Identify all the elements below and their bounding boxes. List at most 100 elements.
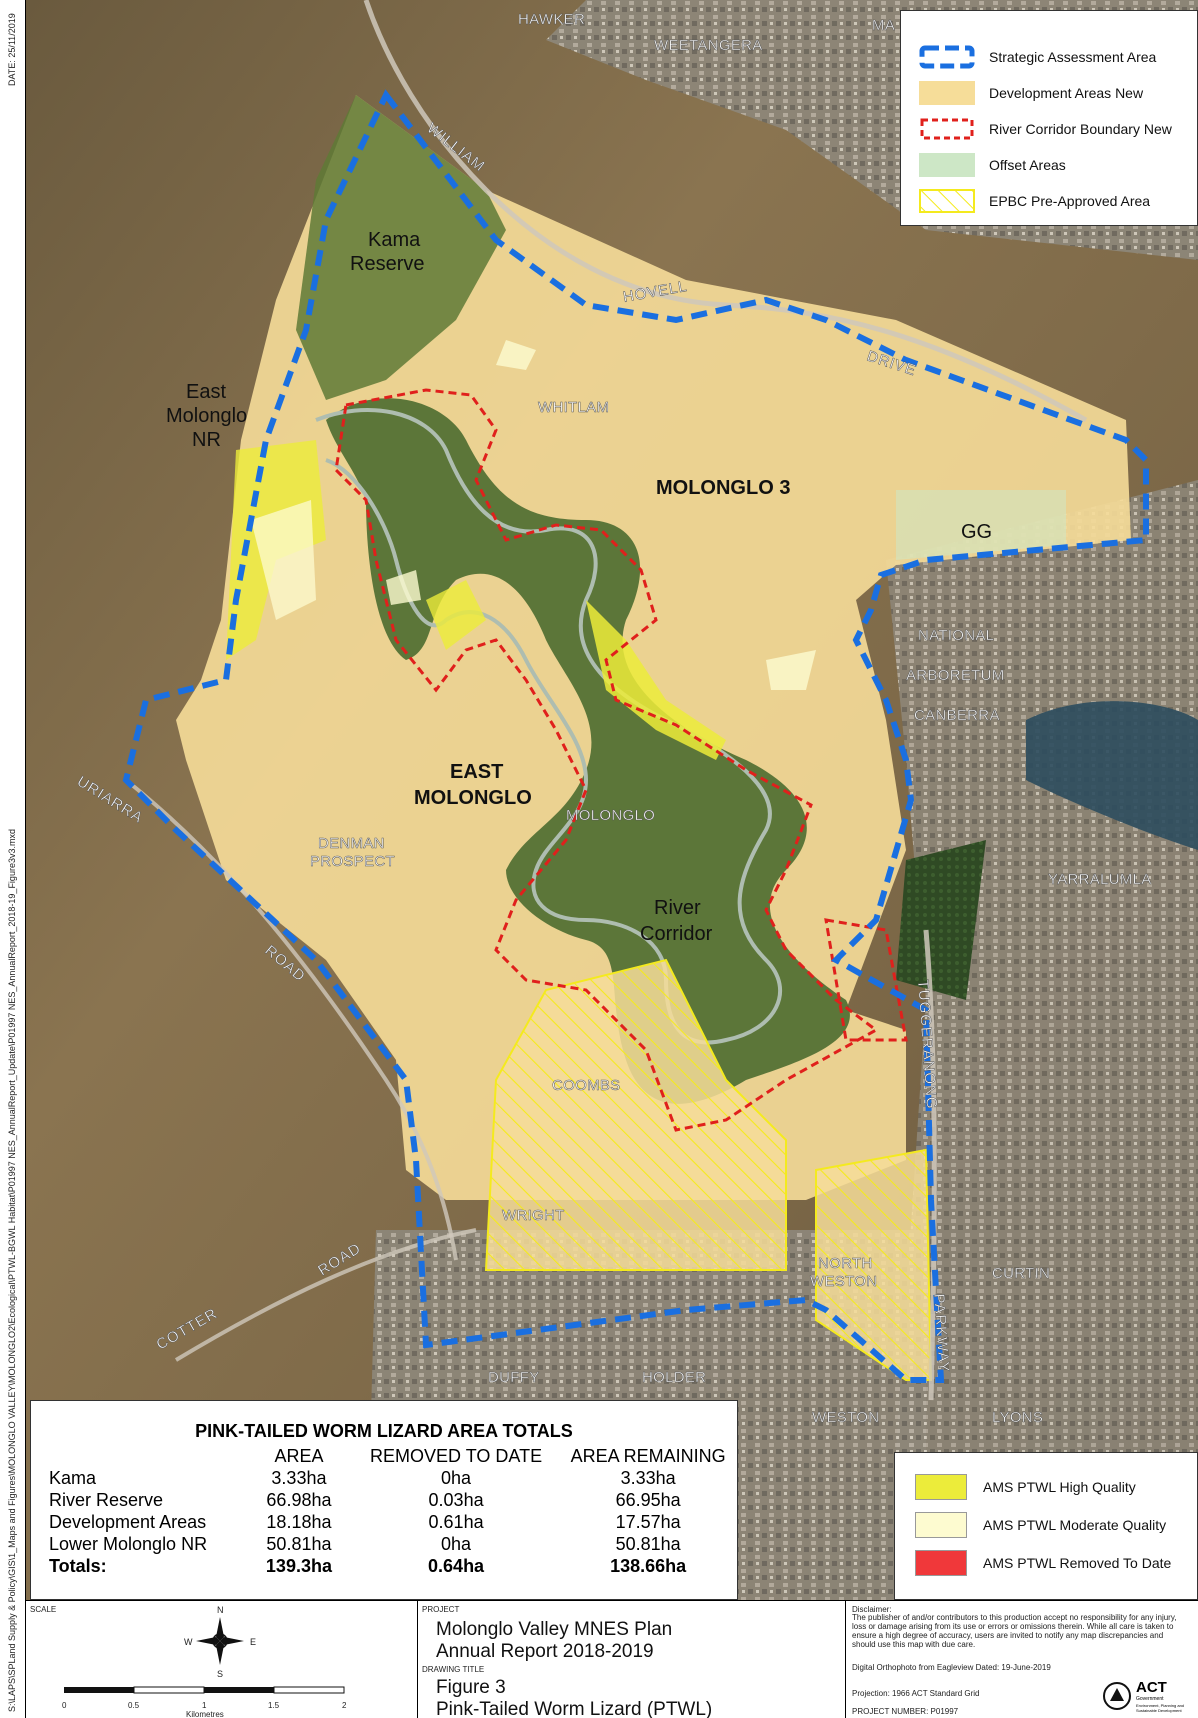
- label-molonglo: MOLONGLO: [566, 807, 655, 824]
- label-molonglo-3: MOLONGLO 3: [656, 477, 790, 499]
- legend-item-development: Development Areas New: [919, 81, 1143, 105]
- table-cell: 50.81ha: [615, 1534, 681, 1554]
- table-cell: 0ha: [441, 1468, 472, 1488]
- label-ma: MA: [872, 17, 895, 34]
- header-cell: AREA: [274, 1446, 324, 1466]
- strategic-assessment-boundary: [122, 89, 1149, 1383]
- table-cell: Totals:: [49, 1556, 107, 1576]
- disclaimer-cell: Disclaimer: The publisher of and/or cont…: [846, 1601, 1198, 1718]
- label-east-molonglo-2: MOLONGLO: [414, 787, 532, 809]
- table-row: Lower Molonglo NR 50.81ha 0ha 50.81ha: [49, 1533, 737, 1555]
- label-road-parkway: PARKWAY: [930, 1293, 952, 1373]
- legend-top: Strategic Assessment Area Development Ar…: [900, 10, 1198, 226]
- north-arrow-icon: [196, 1617, 244, 1665]
- projection-note: Projection: 1966 ACT Standard Grid: [852, 1689, 980, 1698]
- project-line-2: Annual Report 2018-2019: [436, 1641, 654, 1662]
- table-cell: 18.18ha: [266, 1512, 332, 1532]
- totals-title: PINK-TAILED WORM LIZARD AREA TOTALS: [195, 1421, 573, 1441]
- label-denman-2: PROSPECT: [310, 853, 395, 870]
- totals-grid: AREA REMOVED TO DATE AREA REMAINING Kama…: [49, 1445, 737, 1577]
- label-river-2: Corridor: [640, 923, 713, 945]
- label-denman-1: DENMAN: [318, 835, 385, 852]
- river-corridor-boundary: [334, 388, 879, 1132]
- table-cell: 17.57ha: [615, 1512, 681, 1532]
- scale-tick: 2: [342, 1701, 347, 1710]
- drawing-line-2: Pink-Tailed Worm Lizard (PTWL): [436, 1699, 713, 1718]
- project-label: PROJECT: [422, 1605, 460, 1614]
- label-canberra: CANBERRA: [914, 707, 1000, 724]
- label-emnr-1: East: [186, 381, 226, 403]
- gg-offset: [896, 490, 1066, 560]
- road-cotter: [174, 1228, 477, 1362]
- river-corridor-fill: [326, 398, 850, 1104]
- label-arboretum: ARBORETUM: [906, 667, 1005, 684]
- table-cell: 138.66ha: [610, 1556, 687, 1576]
- label-kama-1: Kama: [368, 229, 421, 251]
- ptwl-moderate-2: [766, 650, 816, 690]
- act-logo-text: ACT: [1136, 1679, 1167, 1696]
- act-directorate-text: Environment, Planning and Sustainable De…: [1136, 1703, 1185, 1713]
- legend-label: AMS PTWL Removed To Date: [983, 1555, 1172, 1571]
- table-cell: 50.81ha: [266, 1534, 332, 1554]
- scale-unit: Kilometres: [186, 1710, 224, 1718]
- legend-item-river-boundary: River Corridor Boundary New: [919, 117, 1172, 141]
- ptwl-moderate-1: [496, 340, 536, 370]
- table-header-row: AREA REMOVED TO DATE AREA REMAINING: [49, 1445, 737, 1467]
- act-gov-text: Government: [1136, 1696, 1164, 1702]
- legend-item-offset: Offset Areas: [919, 153, 1066, 177]
- act-government-logo: ACT Government Environment, Planning and…: [1102, 1679, 1198, 1717]
- label-emnr-3: NR: [192, 429, 221, 451]
- legend-label: River Corridor Boundary New: [989, 121, 1172, 137]
- ptwl-totals-table: PINK-TAILED WORM LIZARD AREA TOTALS AREA…: [30, 1400, 738, 1600]
- table-cell: Lower Molonglo NR: [49, 1534, 208, 1554]
- scale-label: SCALE: [30, 1605, 57, 1614]
- legend-item-epbc: EPBC Pre-Approved Area: [919, 189, 1150, 213]
- header-cell: AREA REMAINING: [570, 1446, 726, 1466]
- road-uriarra: [124, 778, 458, 1261]
- epbc-swatch: [919, 189, 975, 213]
- label-yarralumla: YARRALUMLA: [1048, 871, 1152, 888]
- legend-label: EPBC Pre-Approved Area: [989, 193, 1151, 209]
- label-north-weston-2: WESTON: [810, 1273, 877, 1290]
- table-row: Kama 3.33ha 0ha 3.33ha: [49, 1467, 737, 1489]
- table-cell: Development Areas: [49, 1512, 207, 1532]
- file-path: S:\LAPS\SPLand Supply & Policy\GIS\1_Map…: [7, 829, 17, 1712]
- table-cell: 66.95ha: [615, 1490, 681, 1510]
- orthophoto-note: Digital Orthophoto from Eagleview Dated:…: [852, 1663, 1051, 1672]
- legend-label: Development Areas New: [989, 85, 1144, 101]
- table-cell: River Reserve: [49, 1490, 164, 1510]
- table-cell: 139.3ha: [265, 1556, 332, 1576]
- table-cell: Kama: [49, 1468, 97, 1488]
- label-north-weston-1: NORTH: [818, 1255, 873, 1272]
- label-national: NATIONAL: [918, 627, 994, 644]
- legend-item-strategic: Strategic Assessment Area: [919, 45, 1156, 69]
- label-weetangera: WEETANGERA: [654, 37, 763, 54]
- map-canvas: HAWKER WEETANGERA MA Kama Reserve East M…: [26, 0, 1198, 1600]
- project-number: PROJECT NUMBER: P01997: [852, 1707, 959, 1716]
- legend-item-moderate-quality: AMS PTWL Moderate Quality: [915, 1511, 1166, 1539]
- scale-tick: 1: [202, 1701, 207, 1710]
- header-cell: REMOVED TO DATE: [370, 1446, 543, 1466]
- legend-label: AMS PTWL High Quality: [983, 1479, 1136, 1495]
- label-wright: WRIGHT: [502, 1207, 565, 1224]
- development-swatch: [919, 81, 975, 105]
- table-cell: 66.98ha: [266, 1490, 332, 1510]
- ptwl-moderate-3: [386, 570, 421, 605]
- ptwl-high-river: [586, 600, 726, 760]
- legend-item-high-quality: AMS PTWL High Quality: [915, 1473, 1136, 1501]
- label-lyons: LYONS: [992, 1409, 1043, 1426]
- north-s: S: [217, 1669, 224, 1679]
- side-strip: DATE: 25/11/2019 S:\LAPS\SPLand Supply &…: [0, 0, 26, 1718]
- legend-label: Offset Areas: [989, 157, 1066, 173]
- label-holder: HOLDER: [642, 1369, 706, 1386]
- header-cell: [49, 1445, 245, 1467]
- scale-tick: 1.5: [268, 1701, 280, 1710]
- drawing-label: DRAWING TITLE: [422, 1665, 485, 1674]
- table-row: Development Areas 18.18ha 0.61ha 17.57ha: [49, 1511, 737, 1533]
- disclaimer-text: The publisher of and/or contributors to …: [852, 1613, 1177, 1649]
- label-hawker: HAWKER: [518, 11, 585, 28]
- project-cell: PROJECT Molonglo Valley MNES Plan Annual…: [418, 1601, 846, 1718]
- legend-label: AMS PTWL Moderate Quality: [983, 1517, 1167, 1533]
- scale-bar: [64, 1686, 345, 1694]
- date-stamp: DATE: 25/11/2019: [7, 13, 17, 86]
